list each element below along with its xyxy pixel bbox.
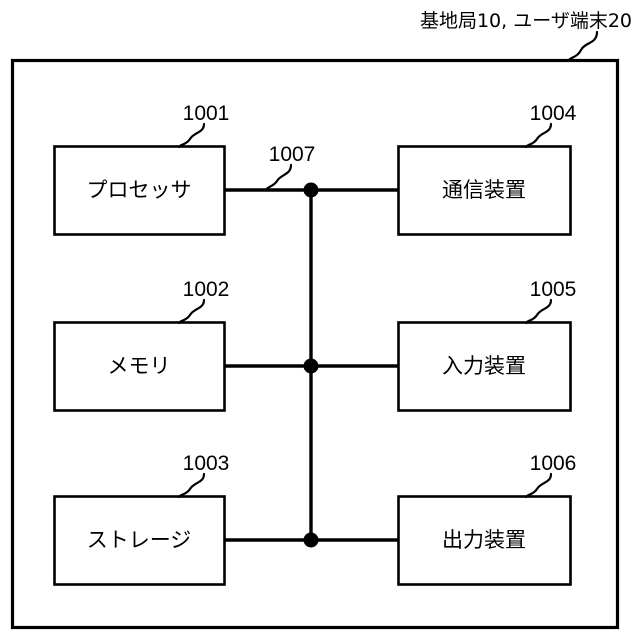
leader-line-1002 bbox=[177, 298, 206, 325]
block-communication-device[interactable] bbox=[397, 145, 572, 236]
ref-number-1002: 1002 bbox=[183, 278, 230, 301]
ref-number-1001: 1001 bbox=[183, 102, 230, 125]
ref-number-1003: 1003 bbox=[183, 452, 230, 475]
block-communication-device-label: 通信装置 bbox=[442, 178, 526, 202]
ref-number-1006: 1006 bbox=[530, 452, 577, 475]
ref-number-1007: 1007 bbox=[269, 143, 316, 166]
leader-line-1007 bbox=[264, 163, 293, 192]
leader-line-1006 bbox=[524, 472, 553, 499]
leader-line-1001 bbox=[177, 122, 206, 149]
leader-line-1004 bbox=[524, 122, 553, 149]
block-input-device[interactable] bbox=[397, 321, 572, 412]
leader-line-1003 bbox=[177, 472, 206, 499]
block-storage[interactable] bbox=[53, 495, 226, 586]
block-output-device[interactable] bbox=[397, 495, 572, 586]
title-leader-line bbox=[566, 30, 599, 63]
block-output-device-label: 出力装置 bbox=[442, 528, 526, 552]
leader-line-1005 bbox=[524, 298, 553, 325]
ref-number-1005: 1005 bbox=[530, 278, 577, 301]
figure-title: 基地局10, ユーザ端末20 bbox=[420, 10, 632, 32]
ref-number-1004: 1004 bbox=[530, 102, 577, 125]
block-storage-label: ストレージ bbox=[87, 528, 192, 552]
bus-junction-dot-row1 bbox=[303, 182, 319, 198]
bus-junction-dot-row2 bbox=[303, 358, 319, 374]
block-processor[interactable] bbox=[53, 145, 226, 236]
block-memory[interactable] bbox=[53, 321, 226, 412]
bus-junction-dot-row3 bbox=[303, 532, 319, 548]
block-memory-label: メモリ bbox=[108, 354, 171, 378]
block-processor-label: プロセッサ bbox=[87, 178, 192, 202]
block-input-device-label: 入力装置 bbox=[442, 354, 526, 378]
